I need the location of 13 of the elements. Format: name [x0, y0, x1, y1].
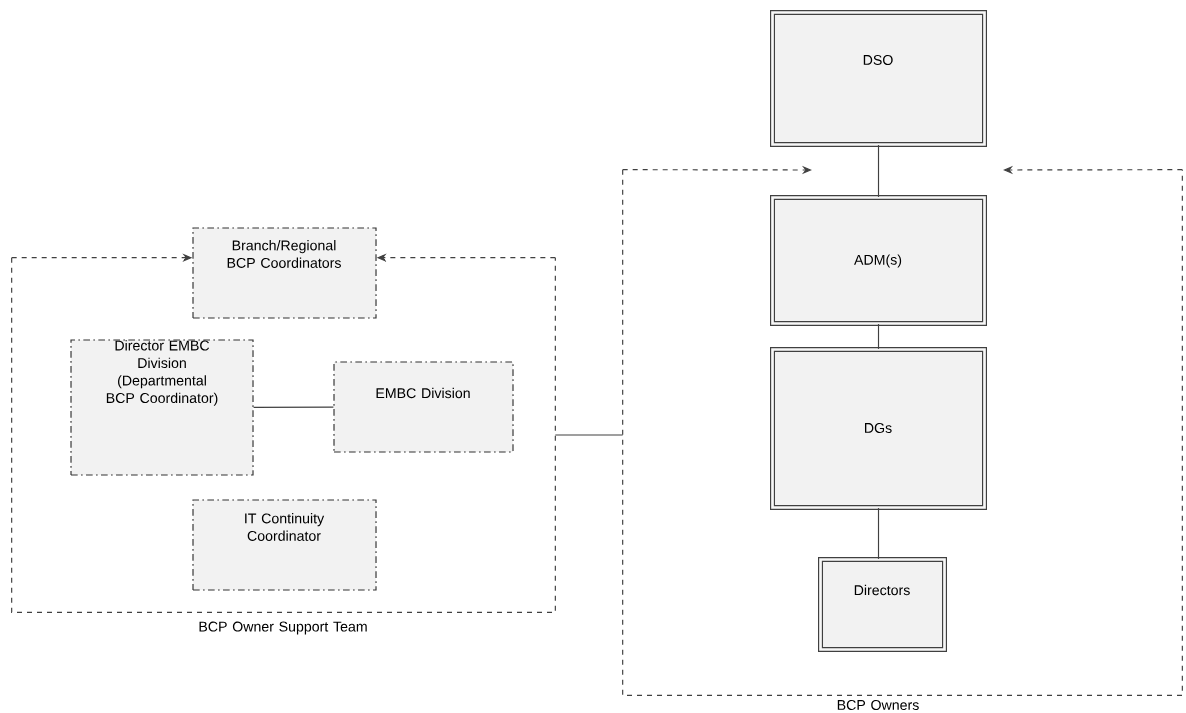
role-box: DSO	[770, 10, 987, 147]
process-box: Branch/Regional BCP Coordinators	[192, 227, 377, 319]
connector	[253, 406, 334, 408]
connector	[554, 434, 624, 436]
process-box: EMBC Division	[333, 361, 514, 453]
process-box: Director EMBC Division (Departmental BCP Coordinator)	[70, 339, 254, 476]
role-box: DGs	[770, 347, 987, 510]
connector	[877, 507, 880, 560]
connector	[877, 144, 880, 198]
process-box: IT Continuity Coordinator	[192, 499, 377, 591]
connector	[877, 323, 880, 350]
role-box: Directors	[818, 557, 947, 652]
role-box: ADM(s)	[770, 195, 987, 326]
